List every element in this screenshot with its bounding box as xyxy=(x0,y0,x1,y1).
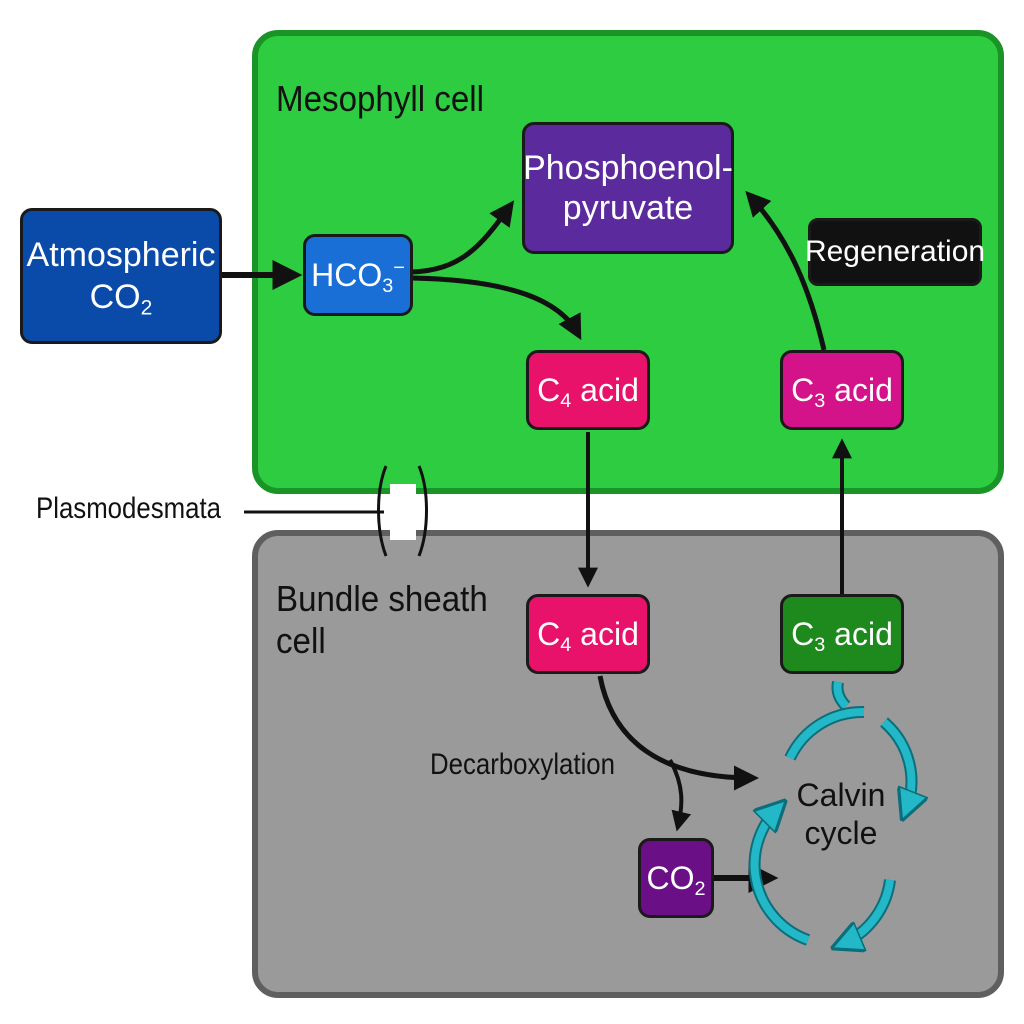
decarboxylation-label: Decarboxylation xyxy=(430,748,616,781)
regeneration-label-box: Regeneration xyxy=(804,218,986,286)
bundle-sheath-label-line2: cell xyxy=(276,620,326,661)
c4-acid-mesophyll-box: C4 acid xyxy=(526,350,650,430)
calvin-label-line1: Calvin xyxy=(796,777,886,813)
c3-acid-bundle-box: C3 acid xyxy=(780,594,904,674)
c3-acid-mesophyll-label: C3 acid xyxy=(791,371,893,412)
calvin-label-line2: cycle xyxy=(804,815,878,851)
bicarbonate-label: HCO3− xyxy=(311,256,405,297)
c3-acid-bundle-label: C3 acid xyxy=(791,615,893,656)
calvin-cycle-label: Calvin cycle xyxy=(786,776,896,852)
c4-acid-mesophyll-label: C4 acid xyxy=(537,371,639,412)
regeneration-label: Regeneration xyxy=(804,235,986,268)
bundle-sheath-label-line1: Bundle sheath xyxy=(276,578,488,619)
pep-line1: Phosphoenol- xyxy=(523,149,733,187)
phosphoenolpyruvate-box: Phosphoenol- pyruvate xyxy=(522,122,734,254)
mesophyll-cell-label: Mesophyll cell xyxy=(276,78,485,119)
atmospheric-co2-line2: CO2 xyxy=(89,278,153,320)
co2-bundle-label: CO2 xyxy=(646,859,706,900)
atmospheric-co2-box: Atmospheric CO2 xyxy=(20,208,222,344)
c4-acid-bundle-label: C4 acid xyxy=(537,615,639,656)
c3-acid-mesophyll-box: C3 acid xyxy=(780,350,904,430)
c4-acid-bundle-box: C4 acid xyxy=(526,594,650,674)
bicarbonate-box: HCO3− xyxy=(303,234,413,316)
plasmodesmata-label: Plasmodesmata xyxy=(36,492,221,525)
atmospheric-co2-line1: Atmospheric xyxy=(26,236,216,274)
pep-line2: pyruvate xyxy=(562,189,694,227)
co2-bundle-box: CO2 xyxy=(638,838,714,918)
bundle-sheath-cell-label: Bundle sheath cell xyxy=(276,578,488,662)
